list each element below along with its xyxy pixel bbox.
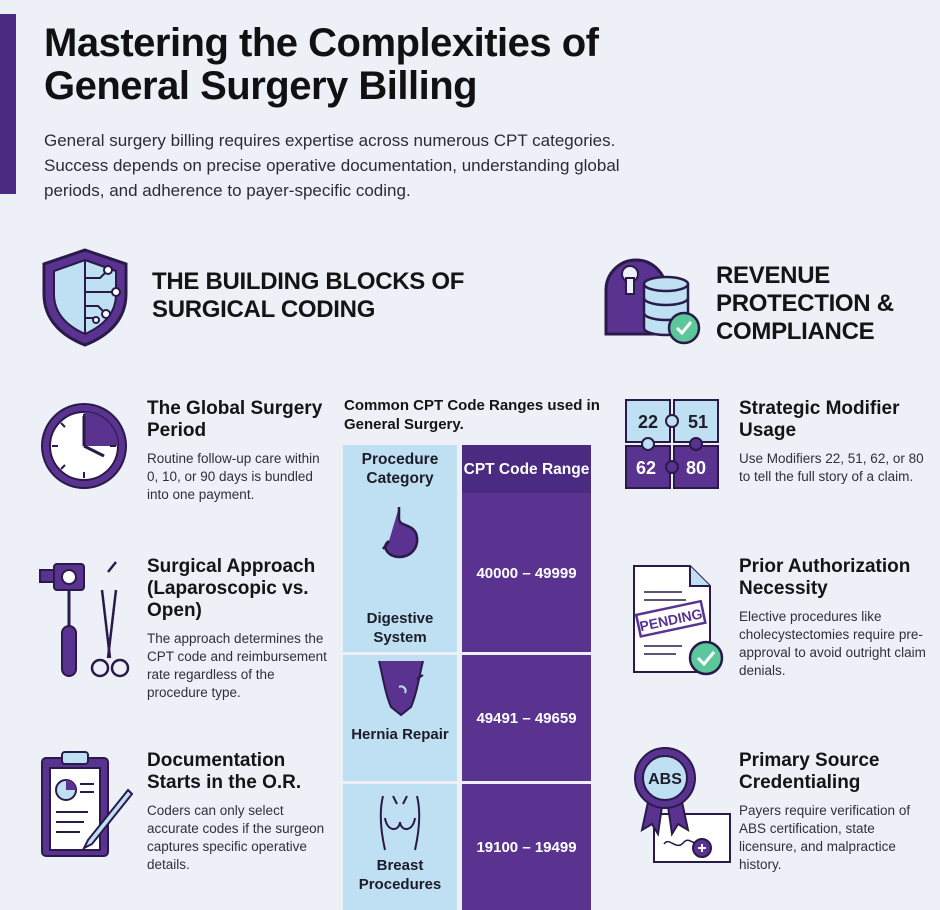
table-cell-category: Digestive System — [343, 493, 457, 653]
modifier-80: 80 — [686, 458, 706, 478]
modifier-22: 22 — [638, 412, 658, 432]
stomach-icon — [379, 505, 423, 565]
item-title: Prior Authorization Necessity — [739, 556, 911, 599]
clipboard-scalpel-icon — [40, 750, 134, 860]
intro-text: General surgery billing requires experti… — [44, 131, 620, 200]
right-item-credentialing: Primary Source Credentialing Payers requ… — [739, 750, 929, 874]
row-divider — [343, 652, 591, 655]
table-header-category: Procedure Category — [343, 445, 457, 493]
modifier-51: 51 — [688, 412, 708, 432]
item-description: Routine follow-up care within 0, 10, or … — [147, 451, 320, 502]
right-item-modifiers: Strategic Modifier Usage Use Modifiers 2… — [739, 398, 924, 486]
table-category-label: Digestive System — [366, 610, 434, 646]
certificate-badge-icon: ABS — [634, 744, 734, 866]
hernia-icon — [373, 657, 429, 717]
item-title: Surgical Approach (Laparoscopic vs. Open… — [147, 556, 316, 621]
shield-circuit-icon — [40, 246, 135, 348]
accent-bar — [0, 14, 16, 194]
item-title: Strategic Modifier Usage — [739, 398, 900, 441]
table-caption: Common CPT Code Ranges used in General S… — [344, 397, 600, 433]
pending-document-icon: PENDING — [626, 562, 726, 680]
table-header-range: CPT Code Range — [462, 445, 591, 493]
clock-icon — [40, 398, 130, 494]
table-category-label: Breast Procedures — [358, 857, 442, 893]
table-range-cell: 49491 – 49659 — [462, 655, 591, 781]
item-title: Primary Source Credentialing — [739, 750, 880, 793]
table-cell-category: Hernia Repair — [343, 655, 457, 781]
table-range-cell: 19100 – 19499 — [462, 784, 591, 910]
right-item-prior-auth: Prior Authorization Necessity Elective p… — [739, 556, 929, 680]
item-description: Use Modifiers 22, 51, 62, or 80 to tell … — [739, 451, 924, 484]
item-description: Elective procedures like cholecystectomi… — [739, 609, 926, 678]
left-section-title: THE BUILDING BLOCKS OF SURGICAL CODING — [152, 268, 465, 323]
page-title: Mastering the Complexities of General Su… — [44, 21, 599, 108]
abs-badge-text: ABS — [648, 771, 682, 788]
left-item-surgical-approach: Surgical Approach (Laparoscopic vs. Open… — [147, 556, 327, 702]
item-description: Payers require verification of ABS certi… — [739, 803, 911, 872]
row-divider — [343, 781, 591, 784]
lock-database-icon — [600, 240, 706, 348]
item-title: The Global Surgery Period — [147, 398, 323, 441]
left-item-documentation: Documentation Starts in the O.R. Coders … — [147, 750, 327, 874]
torso-icon — [373, 792, 427, 852]
item-description: Coders can only select accurate codes if… — [147, 803, 325, 872]
item-description: The approach determines the CPT code and… — [147, 631, 327, 700]
laparoscope-scissors-icon — [38, 560, 130, 690]
right-section-title: REVENUE PROTECTION & COMPLIANCE — [716, 262, 894, 345]
item-title: Documentation Starts in the O.R. — [147, 750, 302, 793]
table-cell-category: Breast Procedures — [343, 784, 457, 910]
table-range-cell: 40000 – 49999 — [462, 493, 591, 653]
modifier-62: 62 — [636, 458, 656, 478]
left-item-global-period: The Global Surgery Period Routine follow… — [147, 398, 327, 504]
table-category-label: Hernia Repair — [351, 726, 449, 743]
puzzle-icon: 22 51 62 80 — [624, 398, 724, 494]
